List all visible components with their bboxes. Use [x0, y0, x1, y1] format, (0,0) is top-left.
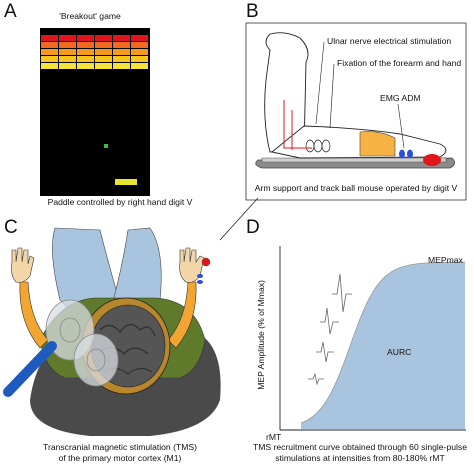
label-emg-adm: EMG ADM	[380, 93, 421, 103]
brain	[90, 304, 166, 388]
brick	[59, 35, 76, 41]
mep-waveform	[320, 307, 339, 335]
brick	[131, 49, 148, 55]
panel-d-letter: D	[246, 217, 260, 238]
brick	[95, 49, 112, 55]
emg-electrode	[407, 149, 413, 159]
panel-c-caption-line1: Transcranial magnetic stimulation (TMS)	[43, 442, 197, 452]
panel-a-title: 'Breakout' game	[59, 11, 121, 21]
panel-b-frame	[245, 22, 467, 201]
brick	[113, 49, 130, 55]
brick	[41, 49, 58, 55]
brick	[113, 35, 130, 41]
brick	[113, 56, 130, 62]
brick	[77, 35, 94, 41]
mep-waveform	[308, 372, 324, 386]
brick	[131, 42, 148, 48]
panel-d-caption-line2: stimulations at intensities from 80-180%…	[275, 453, 445, 463]
brick	[77, 56, 94, 62]
brick	[41, 63, 58, 69]
brick	[77, 49, 94, 55]
brick	[131, 35, 148, 41]
brick	[41, 56, 58, 62]
ball	[104, 144, 108, 148]
aurc-area	[301, 262, 465, 429]
label-fixation: Fixation of the forearm and hand	[337, 58, 462, 68]
mep-waveform	[332, 273, 352, 313]
head	[81, 297, 171, 395]
brick	[113, 42, 130, 48]
panel-a-caption: Paddle controlled by right hand digit V	[47, 197, 193, 207]
mep-waveform	[316, 341, 334, 363]
emg-electrode	[399, 149, 405, 159]
panel-a-letter: A	[4, 1, 17, 22]
brick	[59, 63, 76, 69]
brick	[95, 63, 112, 69]
trackball	[423, 154, 441, 166]
brick	[95, 56, 112, 62]
tms-coil-wing	[45, 299, 95, 361]
panel-d-caption-line1: TMS recruitment curve obtained through 6…	[252, 442, 467, 452]
panel-c-letter: C	[4, 217, 18, 238]
label-mepmax: MEPmax	[428, 255, 463, 265]
brick	[41, 42, 58, 48]
brick	[131, 56, 148, 62]
brick	[77, 42, 94, 48]
label-aurc: AURC	[387, 347, 412, 357]
panel-b-letter: B	[246, 1, 259, 22]
label-rmt: rMT	[266, 432, 282, 442]
panel-b-caption: Arm support and track ball mouse operate…	[254, 183, 458, 193]
brick	[131, 63, 148, 69]
brick	[77, 63, 94, 69]
brick	[59, 49, 76, 55]
recruitment-curve-line	[300, 261, 465, 424]
paddle	[115, 179, 137, 185]
tms-coil-wing	[73, 333, 119, 387]
brick	[95, 35, 112, 41]
panel-c-caption-line2: of the primary motor cortex (M1)	[58, 453, 182, 463]
brick	[95, 42, 112, 48]
brick	[59, 56, 76, 62]
label-ulnar-stimulation: Ulnar nerve electrical stimulation	[327, 36, 452, 46]
brick	[41, 35, 58, 41]
d-ylabel: MEP Amplitude (% of Mmax)	[255, 280, 266, 390]
brick	[59, 42, 76, 48]
brick	[113, 63, 130, 69]
